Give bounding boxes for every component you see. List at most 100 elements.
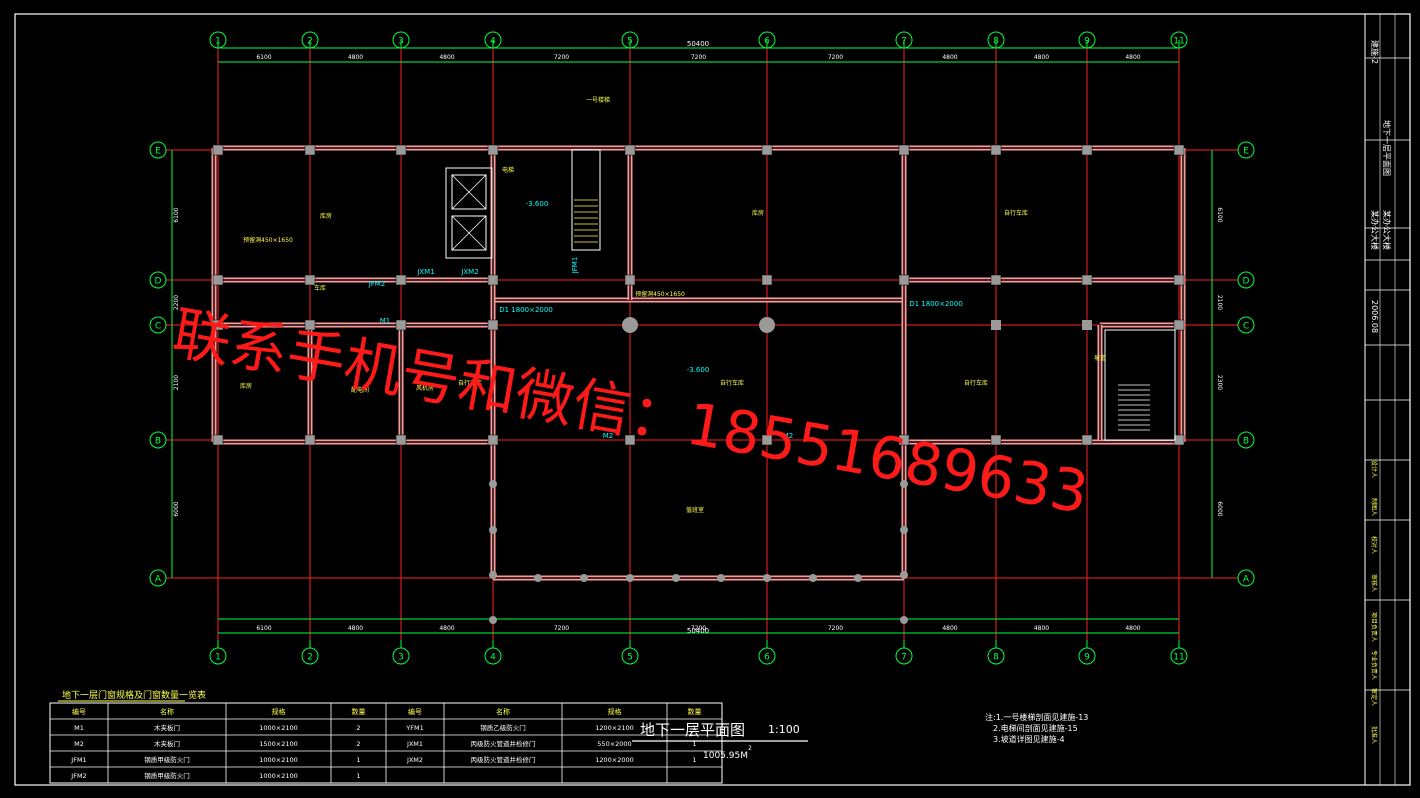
opening-d1-2: D1 1800×2000 [909, 300, 963, 308]
elevator-car-2 [451, 215, 487, 251]
room-label: 自行车库 [720, 379, 744, 387]
column [212, 434, 224, 446]
column [304, 434, 316, 446]
dim-top-1: 4800 [348, 625, 363, 632]
door-m2: M2 [603, 432, 614, 440]
door-table-header: 数量 [688, 707, 702, 716]
axis-label-D: D [155, 277, 162, 287]
door-table-title: 地下一层门窗规格及门窗数量一览表 [62, 689, 206, 701]
round-column [717, 574, 725, 582]
drawing-title-area-sup: 2 [748, 745, 752, 752]
round-column [672, 574, 680, 582]
door-table-cell: 丙级防火管道井检修门 [471, 755, 536, 764]
axis-bubble-11 [1170, 647, 1188, 665]
door-table-header: 编号 [72, 707, 86, 716]
axis-bubble-3 [392, 31, 410, 49]
column [212, 144, 224, 156]
axis-bubble-1 [209, 647, 227, 665]
door-table-header: 名称 [160, 707, 174, 716]
note-3: 3.坡道详图见建施-4 [993, 734, 1065, 744]
room-label: 坡道 [1094, 354, 1106, 362]
axis-label-2: 2 [307, 37, 313, 47]
axis-bubble-C [1237, 316, 1255, 334]
door-table-cell: 丙级防火管道井检修门 [471, 739, 536, 748]
axis-bubble-7 [895, 647, 913, 665]
dim-side-0: 6100 [173, 207, 180, 222]
door-table-cell: 木夹板门 [154, 739, 180, 748]
drawing-title: 地下一层平面图 1:100 1005.95M 2 [632, 721, 808, 761]
door-table-cell: JFM1 [70, 756, 86, 764]
axis-label-6: 6 [764, 37, 770, 47]
door-table-cell: 1 [356, 772, 360, 780]
column [1173, 274, 1185, 286]
axis-label-8: 8 [993, 653, 999, 663]
column [395, 319, 407, 331]
round-column [534, 574, 542, 582]
round-column [900, 571, 908, 579]
door-table-cell: JXM1 [406, 740, 423, 748]
room-label: 配电间 [351, 386, 369, 394]
door-table-cell: 木夹板门 [154, 723, 180, 732]
round-column [854, 574, 862, 582]
opening-d1: D1 1800×2000 [499, 306, 553, 314]
column [487, 319, 499, 331]
door-table-cell: 钢质甲级防火门 [144, 771, 190, 780]
column [990, 274, 1002, 286]
dim-top-7: 4800 [1034, 54, 1049, 61]
door-table-cell: 1500×2100 [259, 740, 298, 748]
door-table-cell: 2 [356, 724, 360, 732]
dim-top-8: 4800 [1125, 54, 1140, 61]
door-table-header: 名称 [496, 707, 510, 716]
axis-label-11: 11 [1173, 653, 1184, 663]
column [761, 144, 773, 156]
column [487, 434, 499, 446]
door-table-cell: M2 [74, 740, 84, 748]
column [991, 320, 1001, 330]
axis-label-C: C [1243, 322, 1249, 332]
round-column [489, 616, 497, 624]
axis-bubble-E [1237, 141, 1255, 159]
door-table-cell: 550×2000 [597, 740, 631, 748]
axis-bubble-4 [484, 31, 502, 49]
dim-top-0: 6100 [256, 625, 271, 632]
room-label: 自行车库 [964, 379, 988, 387]
column [1082, 320, 1092, 330]
axis-label-1: 1 [215, 653, 221, 663]
door-table-header: 规格 [608, 707, 622, 716]
ramp-area [1104, 329, 1176, 441]
door-table-cell: 1 [356, 756, 360, 764]
title-block-role: 审核人 [1370, 574, 1378, 592]
door-jxm2: JXM2 [460, 268, 478, 276]
round-column [626, 574, 634, 582]
elevator-label: 电梯 [502, 166, 514, 174]
round-column [763, 574, 771, 582]
axis-bubble-4 [484, 647, 502, 665]
column [304, 319, 316, 331]
axis-label-5: 5 [627, 37, 633, 47]
dim-total: 50400 [687, 40, 709, 48]
axis-bubble-6 [758, 647, 776, 665]
dim-top-4: 7200 [691, 54, 706, 61]
axis-bubble-D [1237, 271, 1255, 289]
round-column [580, 574, 588, 582]
room-label: 风机房 [416, 384, 434, 392]
title-block-drawing: 地下一层平面图 [1382, 120, 1392, 176]
door-table-cell: 钢质甲级防火门 [144, 755, 190, 764]
dim-top-3: 7200 [554, 54, 569, 61]
dim-side-1: 2100 [1216, 295, 1223, 310]
opening-note: 预留洞450×1650 [243, 236, 293, 244]
round-column [622, 317, 638, 333]
title-block-role: 项目负责人 [1370, 612, 1378, 642]
title-block-date: 2006.08 [1370, 300, 1379, 333]
note-2: 2.电梯间剖面见建施-15 [993, 723, 1078, 733]
dim-side-1: 2200 [173, 295, 180, 310]
round-column [759, 317, 775, 333]
elevation-label: -3.600 [687, 366, 710, 374]
elevator-shaft [445, 167, 493, 259]
dim-top-4: 7200 [691, 625, 706, 632]
round-column [900, 616, 908, 624]
axis-label-2: 2 [307, 653, 313, 663]
elevation-label: -3.600 [526, 200, 549, 208]
door-table-header: 规格 [272, 707, 286, 716]
